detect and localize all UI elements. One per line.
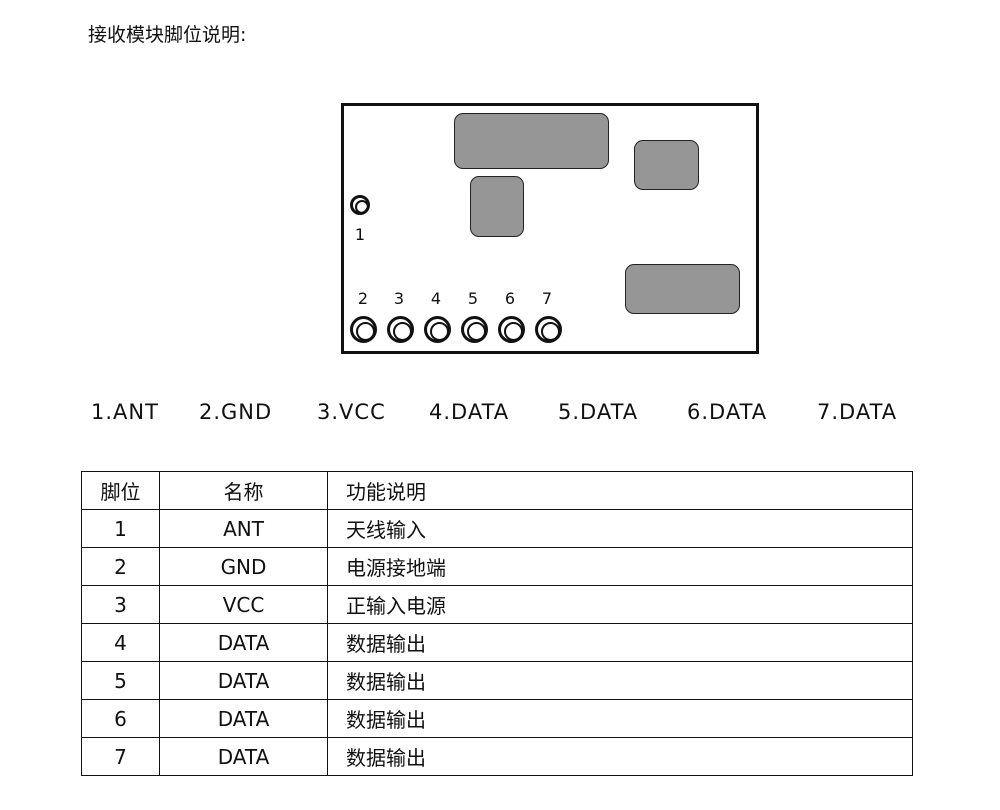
component-small-right [634, 140, 699, 190]
header-function: 功能说明 [327, 471, 913, 510]
function-cell: 数据输出 [327, 623, 913, 662]
name-cell: DATA [159, 699, 328, 738]
pin-4 [424, 316, 451, 343]
header-name: 名称 [159, 471, 328, 510]
function-cell: 电源接地端 [327, 547, 913, 586]
name-cell: GND [159, 547, 328, 586]
pin-list-item: 4.DATA [429, 400, 510, 424]
component-middle [470, 176, 524, 237]
component-bottom-right [625, 264, 740, 314]
pin-label: 1 [354, 225, 366, 244]
pin-label: 6 [504, 289, 516, 308]
module-diagram: 1 2 3 4 5 6 7 [341, 103, 759, 354]
pin-list-item: 7.DATA [817, 400, 898, 424]
pin-label: 7 [541, 289, 553, 308]
name-cell: DATA [159, 737, 328, 776]
pin-cell: 1 [81, 509, 160, 548]
pin-7 [535, 316, 562, 343]
pin-cell: 7 [81, 737, 160, 776]
header-pin: 脚位 [81, 471, 160, 510]
pin-list-item: 3.VCC [317, 400, 386, 424]
name-cell: DATA [159, 661, 328, 700]
pin-1 [350, 195, 370, 215]
function-cell: 数据输出 [327, 737, 913, 776]
component-large [454, 113, 609, 169]
pin-cell: 6 [81, 699, 160, 738]
function-cell: 天线输入 [327, 509, 913, 548]
pin-list-item: 2.GND [199, 400, 273, 424]
pin-cell: 5 [81, 661, 160, 700]
name-cell: ANT [159, 509, 328, 548]
pin-list-item: 5.DATA [558, 400, 639, 424]
table-header-row: 脚位 名称 功能说明 [81, 471, 913, 510]
function-cell: 正输入电源 [327, 585, 913, 624]
function-cell: 数据输出 [327, 661, 913, 700]
name-cell: DATA [159, 623, 328, 662]
pin-cell: 4 [81, 623, 160, 662]
pin-5 [461, 316, 488, 343]
pin-label: 4 [430, 289, 442, 308]
pin-label: 2 [357, 289, 369, 308]
pin-cell: 2 [81, 547, 160, 586]
page-title: 接收模块脚位说明: [88, 24, 247, 46]
name-cell: VCC [159, 585, 328, 624]
pin-6 [498, 316, 525, 343]
pin-list-item: 6.DATA [687, 400, 768, 424]
pin-list-item: 1.ANT [91, 400, 159, 424]
pin-3 [387, 316, 414, 343]
pin-2 [350, 316, 377, 343]
function-cell: 数据输出 [327, 699, 913, 738]
pin-cell: 3 [81, 585, 160, 624]
pin-label: 3 [393, 289, 405, 308]
pin-label: 5 [467, 289, 479, 308]
